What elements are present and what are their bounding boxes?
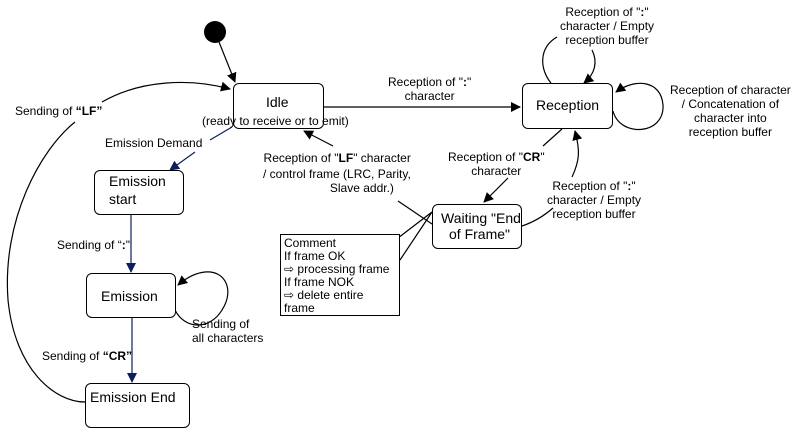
- edge-sending-lf-top: [101, 81, 231, 103]
- state-reception-title: Reception: [536, 97, 600, 113]
- label-sending-colon: Sending of “:": [57, 238, 130, 252]
- edge-initial-idle: [218, 41, 237, 83]
- label-waiting-colon: Reception of ":" character / Empty recep…: [547, 179, 642, 221]
- state-emission-start[interactable]: Emission start: [94, 170, 184, 215]
- label-sending-all: Sending of all characters: [192, 317, 264, 345]
- label-self-char: Reception of character / Concatenation o…: [670, 83, 791, 139]
- edge-self-char: [612, 82, 664, 131]
- comment-note: Comment If frame OK ⇨ processing frame I…: [280, 234, 400, 316]
- label-reception-colon: Reception of ":" character: [388, 75, 472, 103]
- state-idle[interactable]: Idle: [233, 83, 324, 129]
- state-emission-start-line2: start: [109, 191, 137, 207]
- edge-reception-cr-lower: [483, 177, 509, 203]
- state-idle-subtitle: (ready to receive or to emit): [202, 114, 349, 128]
- state-emission-start-line1: Emission: [109, 173, 166, 189]
- state-emission-title: Emission: [101, 288, 158, 304]
- edge-self-colon-top: [542, 36, 596, 83]
- state-idle-title: Idle: [266, 94, 289, 110]
- edge-emission-demand-arrow: [169, 151, 196, 171]
- state-waiting-line1: Waiting "End: [441, 210, 521, 226]
- label-sending-lf: Sending of “LF”: [15, 104, 103, 118]
- state-waiting-line2: of Frame": [449, 226, 510, 242]
- label-emission-demand: Emission Demand: [105, 136, 203, 150]
- state-emission-end[interactable]: Emission End: [85, 383, 190, 428]
- state-reception[interactable]: Reception: [522, 83, 613, 129]
- label-reception-lf: Reception of "LF" character / control fr…: [263, 151, 411, 195]
- state-emission-end-title: Emission End: [90, 389, 176, 405]
- label-reception-cr: Reception of "CR" character: [448, 150, 545, 178]
- initial-state-dot: [204, 21, 226, 43]
- state-waiting-end-of-frame[interactable]: Waiting "End of Frame": [432, 204, 522, 249]
- label-self-colon-top: Reception of ":" character / Empty recep…: [560, 5, 655, 47]
- label-sending-cr: Sending of “CR”: [42, 349, 133, 363]
- edge-waiting-colon-lower: [521, 207, 554, 227]
- edge-reception-lf: [303, 130, 334, 147]
- edge-emission-demand: [209, 126, 233, 141]
- edge-sending-all: [174, 271, 229, 326]
- edge-waiting-colon: [571, 130, 583, 178]
- edge-reception-cr: [542, 128, 563, 147]
- edge-sending-lf: [6, 121, 86, 403]
- comment-anchor: [397, 211, 433, 261]
- state-emission[interactable]: Emission: [86, 273, 176, 318]
